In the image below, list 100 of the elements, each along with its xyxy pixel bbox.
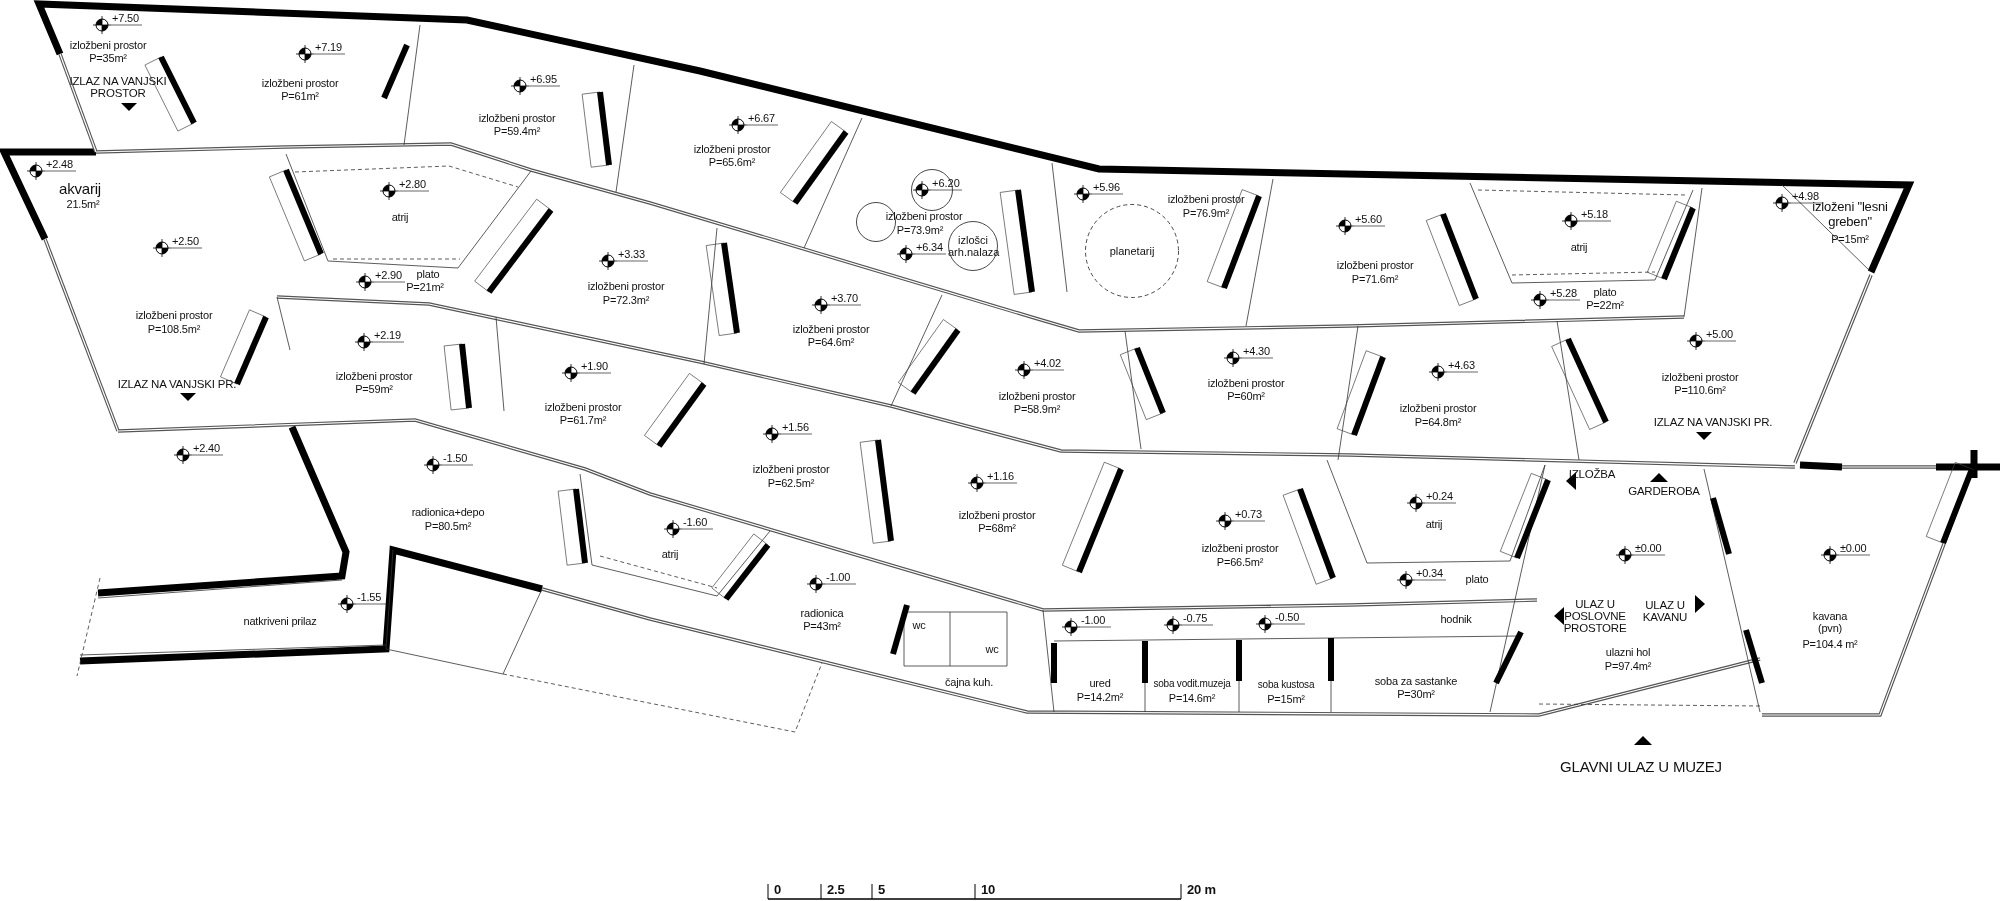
direction-label: IZLAZ NA VANJSKI PROSTOR	[68, 75, 168, 99]
area-label: P=108.5m²	[147, 323, 201, 335]
room-label: radionica+depo	[411, 506, 485, 518]
room-label: izložbeni prostor	[752, 463, 830, 475]
room-label: natkriveni prilaz	[243, 615, 317, 627]
direction-label: GLAVNI ULAZ U MUZEJ	[1560, 757, 1722, 775]
elevation-label: +0.34	[1416, 567, 1443, 579]
area-label: P=60m²	[1227, 390, 1265, 402]
exhibit-circle	[948, 221, 998, 271]
area-label: P=68m²	[978, 522, 1016, 534]
elevation-label: +6.67	[748, 112, 775, 124]
area-label: P=15m²	[1831, 233, 1869, 245]
room-label: čajna kuh.	[944, 676, 994, 688]
room-label: wc	[985, 643, 999, 655]
elevation-label: +2.40	[193, 442, 220, 454]
room-label: izložbeni prostor	[998, 390, 1076, 402]
room-label: plato	[1593, 286, 1617, 298]
elevation-label: +7.50	[112, 12, 139, 24]
direction-label: GARDEROBA	[1628, 485, 1700, 497]
area-label: P=22m²	[1586, 299, 1624, 311]
room-label: wc	[912, 619, 926, 631]
elevation-label: +2.48	[46, 158, 73, 170]
room-label: izlošci arh.nalaza	[948, 234, 998, 258]
elevation-label: +5.00	[1706, 328, 1733, 340]
room-label: atrij	[661, 548, 679, 560]
scale-label: 20 m	[1187, 884, 1216, 896]
room-label: plato	[1465, 573, 1489, 585]
elevation-label: +7.19	[315, 41, 342, 53]
scale-label: 0	[774, 884, 782, 896]
room-label: izložbeni prostor	[544, 401, 622, 413]
area-label: P=62.5m²	[767, 477, 815, 489]
elevation-label: -1.60	[683, 516, 708, 528]
area-label: P=30m²	[1397, 688, 1435, 700]
room-label: soba kustosa	[1257, 679, 1315, 691]
elevation-label: ±0.00	[1635, 542, 1662, 554]
area-label: P=64.8m²	[1414, 416, 1462, 428]
area-label: P=110.6m²	[1674, 384, 1726, 396]
elevation-label: +0.24	[1426, 490, 1453, 502]
elevation-label: +2.80	[399, 178, 426, 190]
elevation-label: -1.50	[443, 452, 468, 464]
area-label: P=59.4m²	[493, 125, 541, 137]
room-label: atrij	[1425, 518, 1443, 530]
area-label: P=97.4m²	[1604, 660, 1652, 672]
elevation-label: +6.95	[530, 73, 557, 85]
room-label: kavana (pvn)	[1811, 610, 1849, 634]
exhibit-circle	[1085, 204, 1179, 298]
elevation-label: +4.63	[1448, 359, 1475, 371]
elevation-label: +3.33	[618, 248, 645, 260]
area-label: P=14.2m²	[1076, 691, 1124, 703]
room-label: izložbeni prostor	[1201, 542, 1279, 554]
elevation-label: +3.70	[831, 292, 858, 304]
room-label: hodnik	[1440, 613, 1472, 625]
elevation-label: -1.00	[826, 571, 851, 583]
room-label: soba vodit.muzeja	[1153, 678, 1231, 690]
area-label: P=66.5m²	[1216, 556, 1264, 568]
elevation-label: +5.28	[1550, 287, 1577, 299]
room-label: ulazni hol	[1605, 646, 1651, 658]
elevation-label: +4.30	[1243, 345, 1270, 357]
elevation-label: ±0.00	[1840, 542, 1867, 554]
room-label: izložbeni prostor	[1336, 259, 1414, 271]
area-label: P=21m²	[406, 281, 444, 293]
room-label: izložbeni prostor	[1661, 371, 1739, 383]
room-label: ured	[1089, 677, 1111, 689]
direction-label: IZLAZ NA VANJSKI PR.	[117, 378, 237, 390]
room-label: plato	[416, 268, 440, 280]
room-label: izložbeni prostor	[958, 509, 1036, 521]
elevation-label: +6.34	[916, 241, 943, 253]
elevation-label: -1.55	[357, 591, 382, 603]
room-label: soba za sastanke	[1374, 675, 1458, 687]
direction-label: ULAZ U POSLOVNE PROSTORE	[1563, 598, 1627, 634]
elevation-label: +4.98	[1792, 190, 1819, 202]
room-label: izložbeni prostor	[135, 309, 213, 321]
elevation-label: +0.73	[1235, 508, 1262, 520]
scale-label: 10	[981, 884, 996, 896]
area-label: P=35m²	[89, 52, 127, 64]
scale-label: 2.5	[827, 884, 845, 896]
elevation-label: +2.50	[172, 235, 199, 247]
area-label: P=59m²	[355, 383, 393, 395]
direction-label: IZLOŽBA	[1568, 468, 1616, 480]
elevation-label: +6.20	[932, 177, 960, 189]
area-label: P=64.6m²	[807, 336, 855, 348]
area-label: P=80.5m²	[424, 520, 472, 532]
elevation-label: +1.56	[782, 421, 809, 433]
elevation-label: +1.16	[987, 470, 1014, 482]
room-label: izložbeni prostor	[478, 112, 556, 124]
elevation-label: -0.75	[1183, 612, 1208, 624]
area-label: P=61.7m²	[559, 414, 607, 426]
elevation-label: +1.90	[581, 360, 608, 372]
area-label: P=14.6m²	[1168, 692, 1216, 704]
room-label: izložbeni prostor	[587, 280, 665, 292]
area-label: P=15m²	[1267, 693, 1305, 705]
room-label: izložbeni prostor	[1207, 377, 1285, 389]
room-label: radionica	[800, 607, 844, 619]
room-label: izložbeni prostor	[792, 323, 870, 335]
elevation-label: +5.96	[1093, 181, 1120, 193]
room-label: izložbeni prostor	[693, 143, 771, 155]
room-label: izložbeni prostor	[1399, 402, 1477, 414]
area-label: P=73.9m²	[896, 224, 944, 236]
elevation-label: +2.19	[374, 329, 401, 341]
elevation-label: +5.60	[1355, 213, 1382, 225]
